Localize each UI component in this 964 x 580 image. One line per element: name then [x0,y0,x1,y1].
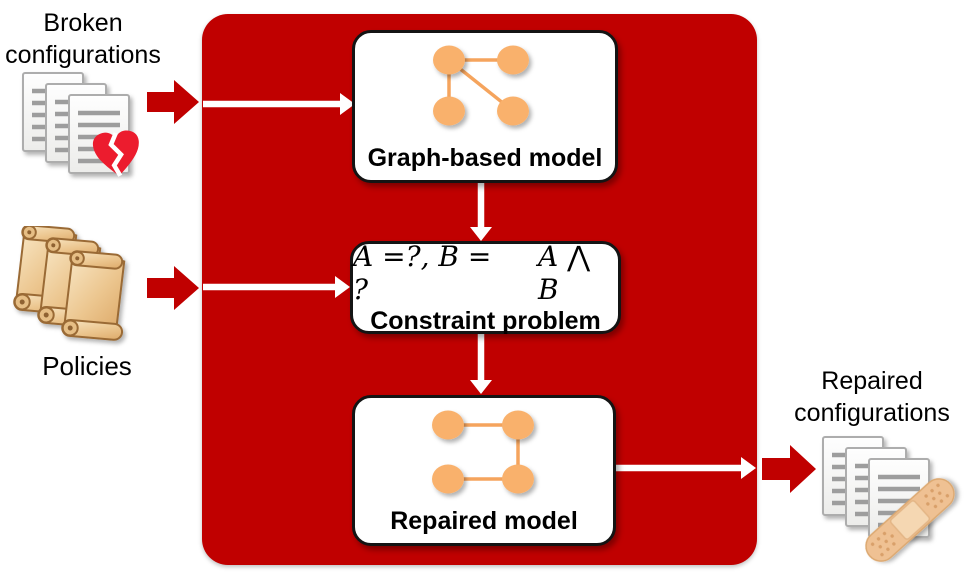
repaired-model-label: Repaired model [390,507,578,535]
constraint-problem-box: A =?, B = ? A ⋀ B Constraint problem [350,240,621,335]
graph-based-model-box: Graph-based model [352,30,618,183]
constraint-formula-conjunction: A ⋀ B [538,239,591,306]
policy-scrolls-icon [12,226,130,342]
graph-based-model-label: Graph-based model [367,144,603,172]
repaired-configurations-label: Repaired configurations [794,367,950,427]
broken-documents-icon [16,68,139,177]
constraint-formula: A =?, B = ? A ⋀ B [353,240,618,306]
graph-nodes-icon [433,45,529,126]
repaired-output-arrow-icon [762,445,816,493]
constraint-problem-label: Constraint problem [370,306,601,335]
repaired-documents-icon [816,430,955,562]
broken-configs-input-arrow-icon [147,80,199,124]
repaired-graph-nodes-icon [432,410,534,494]
bandage-icon [865,478,955,562]
repaired-model-box: Repaired model [352,395,616,546]
broken-configurations-label: Broken configurations [5,9,161,69]
policies-input-arrow-icon [147,266,199,310]
broken-heart-icon [92,130,139,177]
constraint-formula-assignments: A =?, B = ? [353,239,492,306]
scroll-stack [12,226,130,342]
policies-label: Policies [42,351,132,381]
